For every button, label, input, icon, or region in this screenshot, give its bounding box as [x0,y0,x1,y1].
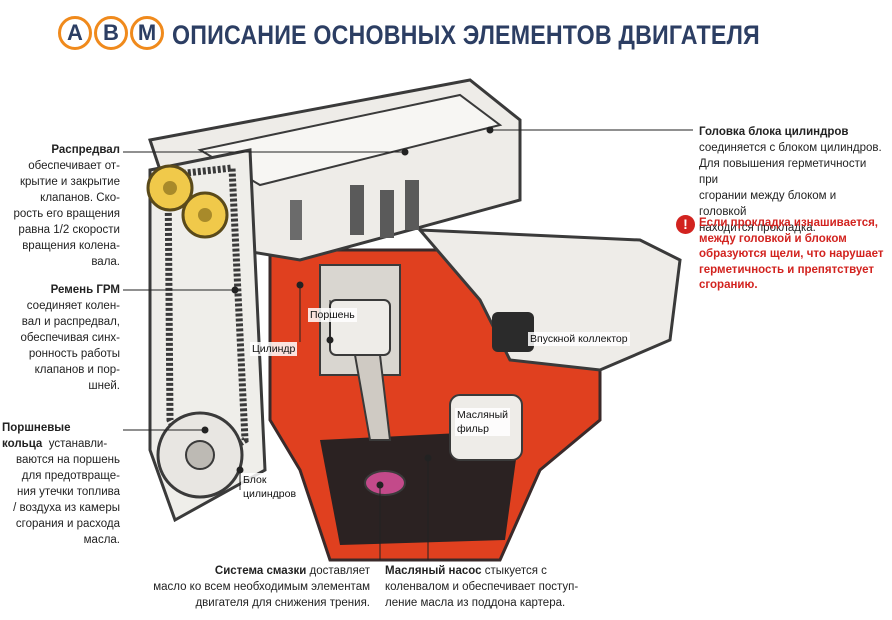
callout-oil-pump-line: ление масла из поддона картера. [385,597,566,609]
logo: А В М [58,16,164,50]
warning-icon: ! [676,215,695,234]
valve-1 [290,200,302,240]
cam-pulley-1-hub [163,181,177,195]
label-cylinder-block: Блок цилиндров [241,473,299,501]
callout-lubrication-line: масло ко всем необходимым элементам [153,581,370,593]
leader-cylinder-dot [296,281,304,289]
callout-timing-belt-title: Ремень ГРМ [50,284,120,296]
callout-piston-rings-line: ваются на поршень [16,454,120,466]
label-oil-filter: Масляный фильр [455,408,510,436]
callout-cylinder-head-title: Головка блока цилиндров [699,126,849,138]
callout-piston-rings: Поршневые кольца устанавли- ваются на по… [2,420,120,548]
callout-camshaft-line: вращения колена- [22,240,120,252]
logo-letter: М [130,16,164,50]
cam-pulley-2-hub [198,208,212,222]
callout-camshaft-title: Распредвал [51,144,120,156]
callout-oil-pump-title: Масляный насос [385,565,482,577]
callout-warning-line: между головкой и блоком [699,232,847,245]
callout-lubrication-title: Система смазки [214,565,307,577]
callout-warning: Если прокладка изнашивается, между голов… [699,216,885,294]
label-cylinder-block-line2: цилиндров [243,488,297,500]
callout-piston-rings-line: для предотвраще- [21,470,120,482]
callout-piston-rings-line: сгорания и расхода [15,518,120,530]
callout-timing-belt-line: соединяет колен- [26,300,120,312]
connecting-rod-shape [353,354,392,441]
callout-timing-belt: Ремень ГРМ соединяет колен- вал и распре… [6,282,120,394]
callout-oil-pump-line: коленвалом и обеспечивает поступ- [385,581,579,593]
leader-piston-dot [326,336,334,344]
callout-camshaft-line: клапанов. Ско- [40,192,120,204]
callout-piston-rings-line: / воздуха из камеры [13,502,120,514]
logo-letter: А [58,16,92,50]
leader-oil-pump-dot [424,454,432,462]
callout-cylinder-head: Головка блока цилиндров соединяется с бл… [699,124,885,236]
callout-piston-rings-line: ния утечки топлива [16,486,120,498]
valve-4 [405,180,419,230]
callout-camshaft: Распредвал обеспечивает от- крытие и зак… [6,142,120,270]
callout-timing-belt-line: обеспечивая синх- [20,332,120,344]
callout-cylinder-head-line: соединяется с блоком цилиндров. [699,142,882,154]
callout-timing-belt-line: ронность работы [28,348,120,360]
label-piston: Поршень [308,308,357,322]
leader-cylinder-head-dot [486,126,494,134]
callout-lubrication: Система смазки доставляет масло ко всем … [120,563,370,611]
callout-camshaft-line: вала. [91,256,120,268]
crank-pulley-hub [185,440,215,470]
leader-block-dot [236,466,244,474]
label-cylinder: Цилиндр [250,342,298,356]
callout-cylinder-head-line: Для повышения герметичности при [699,158,867,186]
callout-oil-pump: Масляный насос стыкуется с коленвалом и … [385,563,595,611]
callout-piston-rings-title-2: кольца [2,438,43,450]
callout-timing-belt-line: шней. [88,380,120,392]
callout-lubrication-line: доставляет [309,565,370,577]
callout-timing-belt-line: клапанов и пор- [34,364,120,376]
label-intake-manifold: Впускной коллектор [528,332,630,346]
callout-camshaft-line: рость его вращения [13,208,120,220]
intake-port-shape [492,312,534,352]
label-oil-filter-line1: Масляный [457,409,508,421]
valve-3 [380,190,394,238]
callout-piston-rings-line: масла. [83,534,120,546]
callout-piston-rings-line: устанавли- [48,438,108,450]
callout-lubrication-line: двигателя для снижения трения. [195,597,370,609]
callout-oil-pump-line: стыкуется с [484,565,547,577]
leader-timing-belt-dot [231,286,239,294]
callout-camshaft-line: крытие и закрытие [19,176,120,188]
label-oil-filter-line2: фильр [457,423,489,435]
callout-cylinder-head-line: сгорании между блоком и головкой [699,190,837,218]
page-title: ОПИСАНИЕ ОСНОВНЫХ ЭЛЕМЕНТОВ ДВИГАТЕЛЯ [172,20,760,50]
leader-camshaft-dot [401,148,409,156]
callout-warning-line: герметичность и препятствует [699,263,874,276]
callout-piston-rings-title: Поршневые [2,422,71,434]
leader-lubrication-dot [376,481,384,489]
callout-warning-line: образуются щели, что нарушает [699,248,884,260]
callout-warning-line: Если прокладка изнашивается, [699,217,878,229]
callout-timing-belt-line: вал и распредвал, [21,316,120,328]
label-cylinder-block-line1: Блок [243,474,267,486]
leader-piston-rings-dot [201,426,209,434]
callout-camshaft-line: обеспечивает от- [28,160,120,172]
callout-camshaft-line: равна 1/2 скорости [18,224,120,236]
oil-pump-shape [364,470,406,496]
callout-warning-line: сгоранию. [699,279,758,291]
callout-cylinder-head-line: находится прокладка. [699,222,816,234]
valve-2 [350,185,364,235]
logo-letter: В [94,16,128,50]
